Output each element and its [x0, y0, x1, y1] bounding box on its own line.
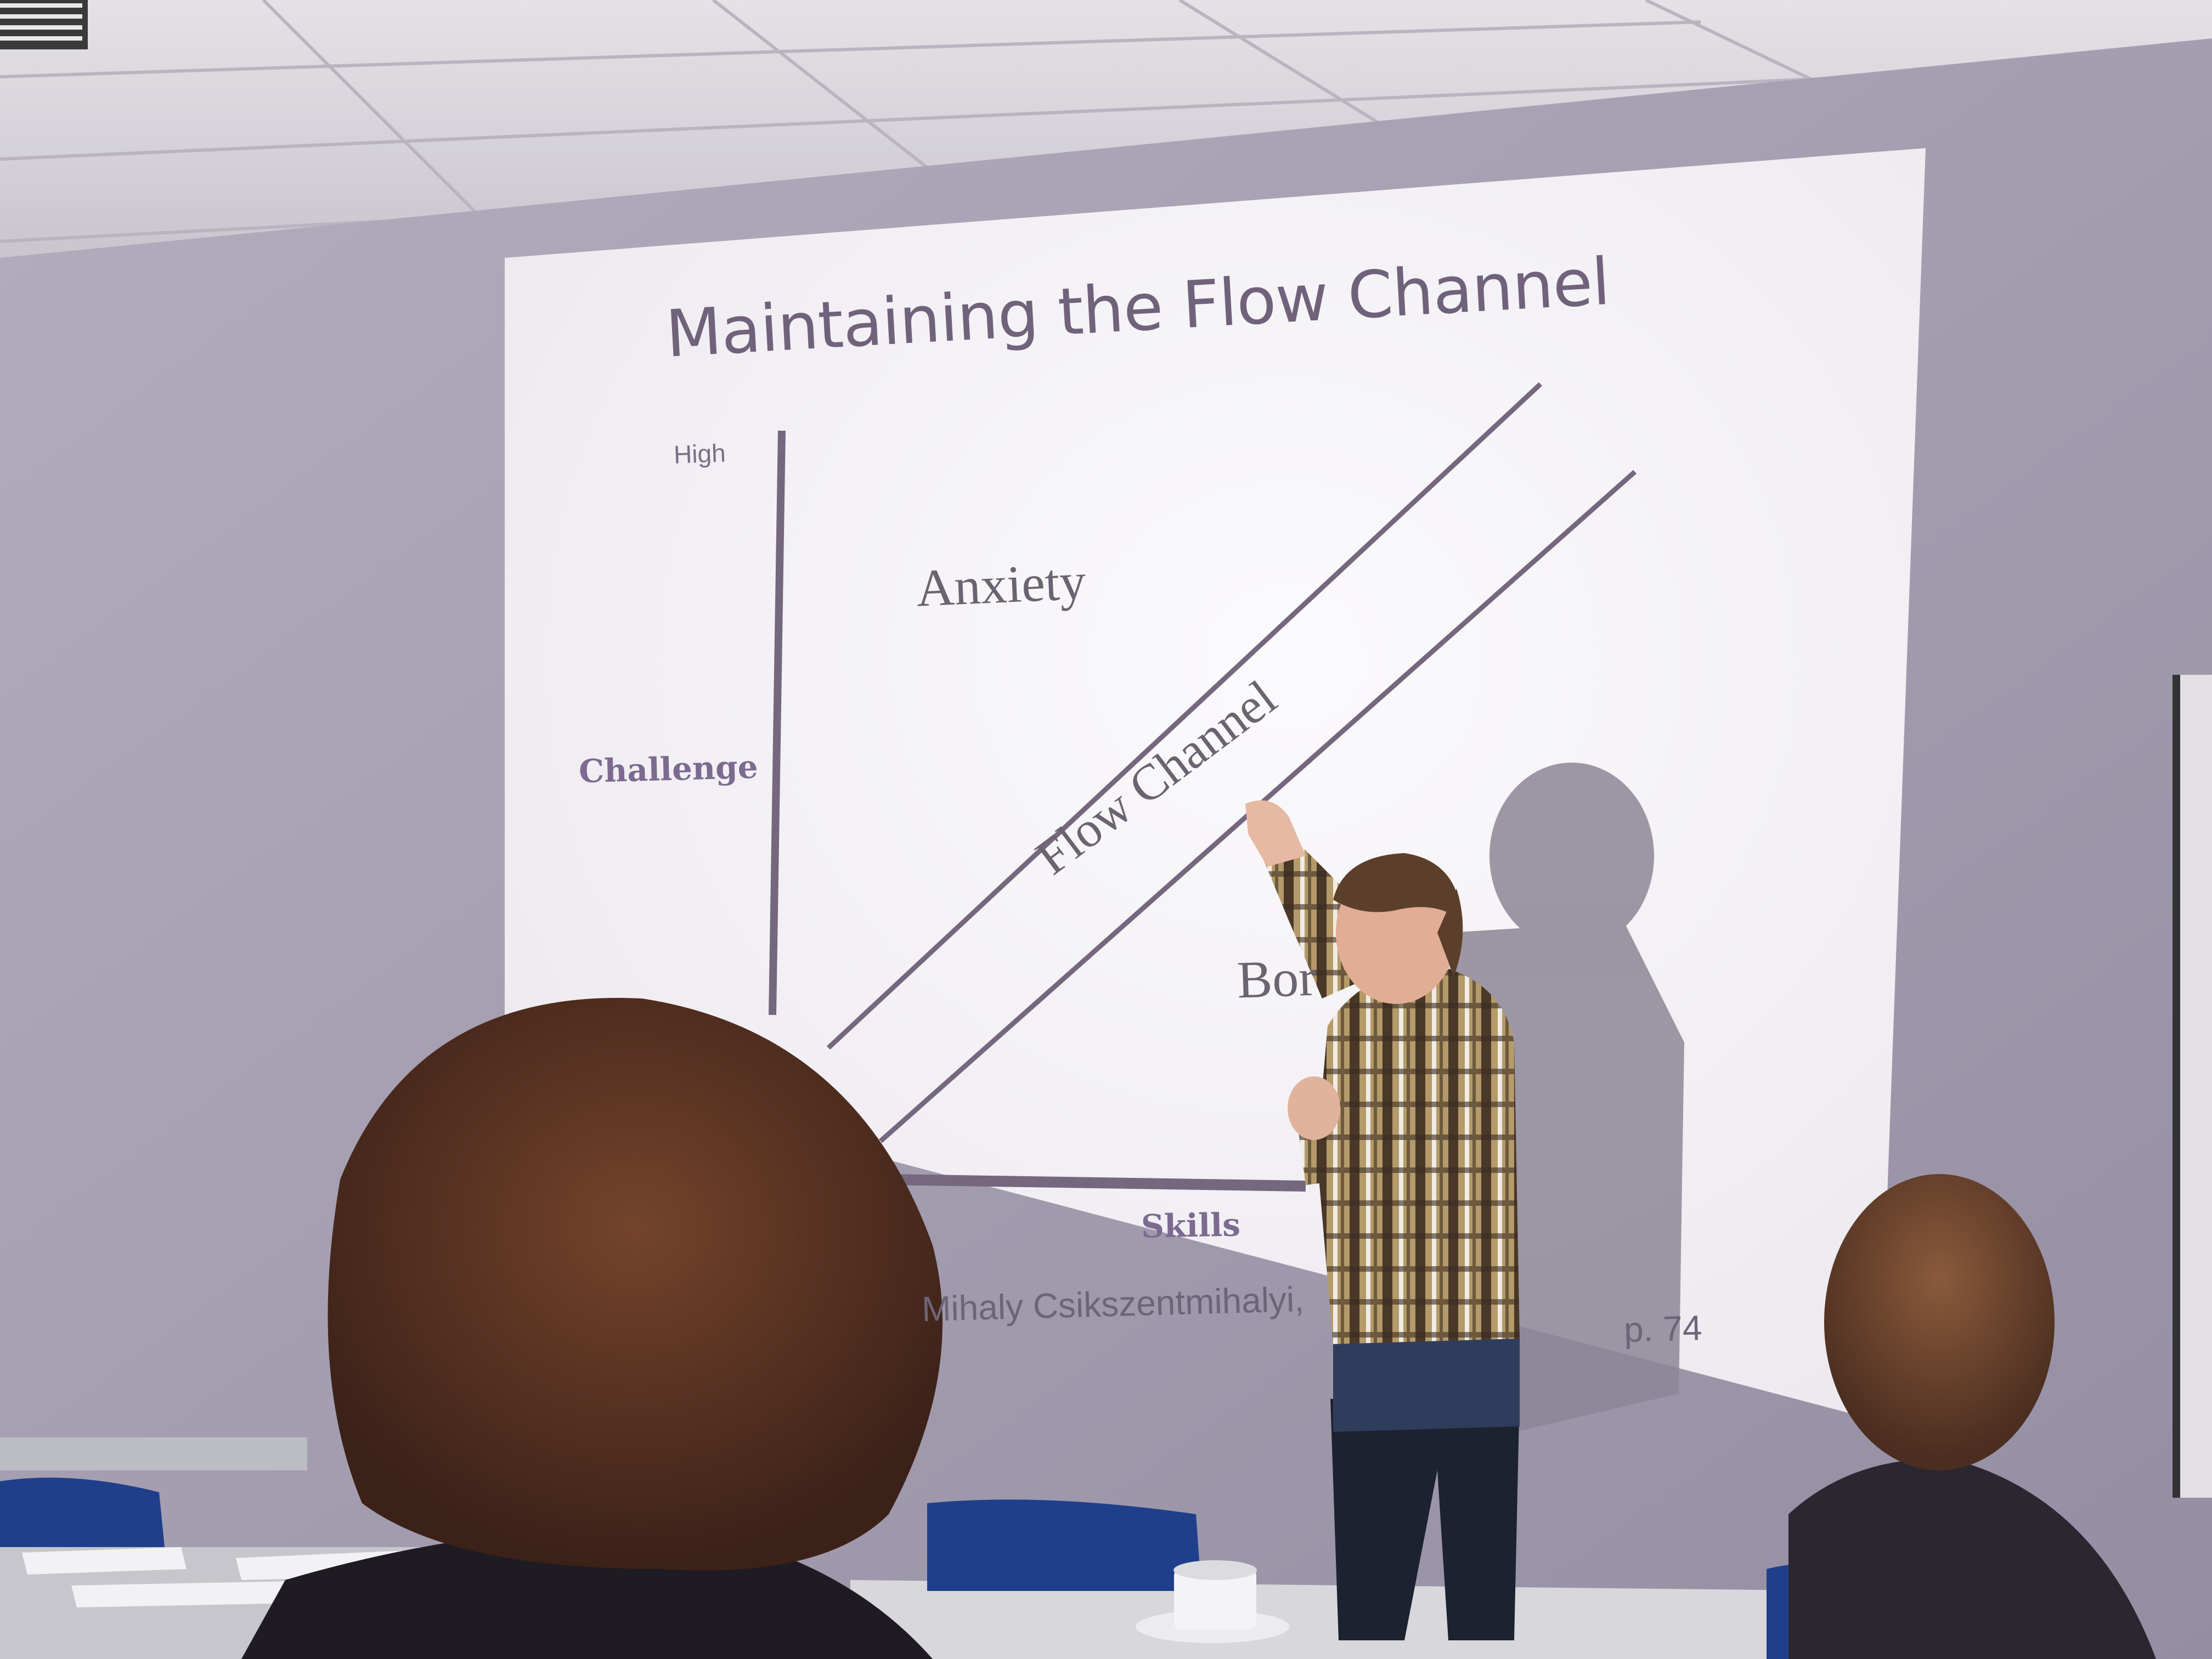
- region-boredom-label: Bor: [1236, 947, 1317, 1009]
- y-axis-line: [769, 430, 786, 1015]
- x-axis-label: Skills: [1141, 1206, 1241, 1245]
- region-anxiety-label: Anxiety: [915, 551, 1087, 618]
- ceiling-vent: [0, 0, 88, 49]
- flow-channel-upper-line: [826, 382, 1543, 1050]
- presenter: [1245, 800, 1520, 1640]
- y-axis-high-label: High: [673, 438, 726, 469]
- audience-member-right: [1788, 1174, 2156, 1659]
- citation-page: p. 74: [1623, 1308, 1703, 1350]
- audience-member-front: [241, 997, 943, 1659]
- x-axis-line: [888, 1174, 1306, 1192]
- coffee-cup: [1136, 1560, 1289, 1643]
- y-axis-label: Challenge: [578, 748, 759, 791]
